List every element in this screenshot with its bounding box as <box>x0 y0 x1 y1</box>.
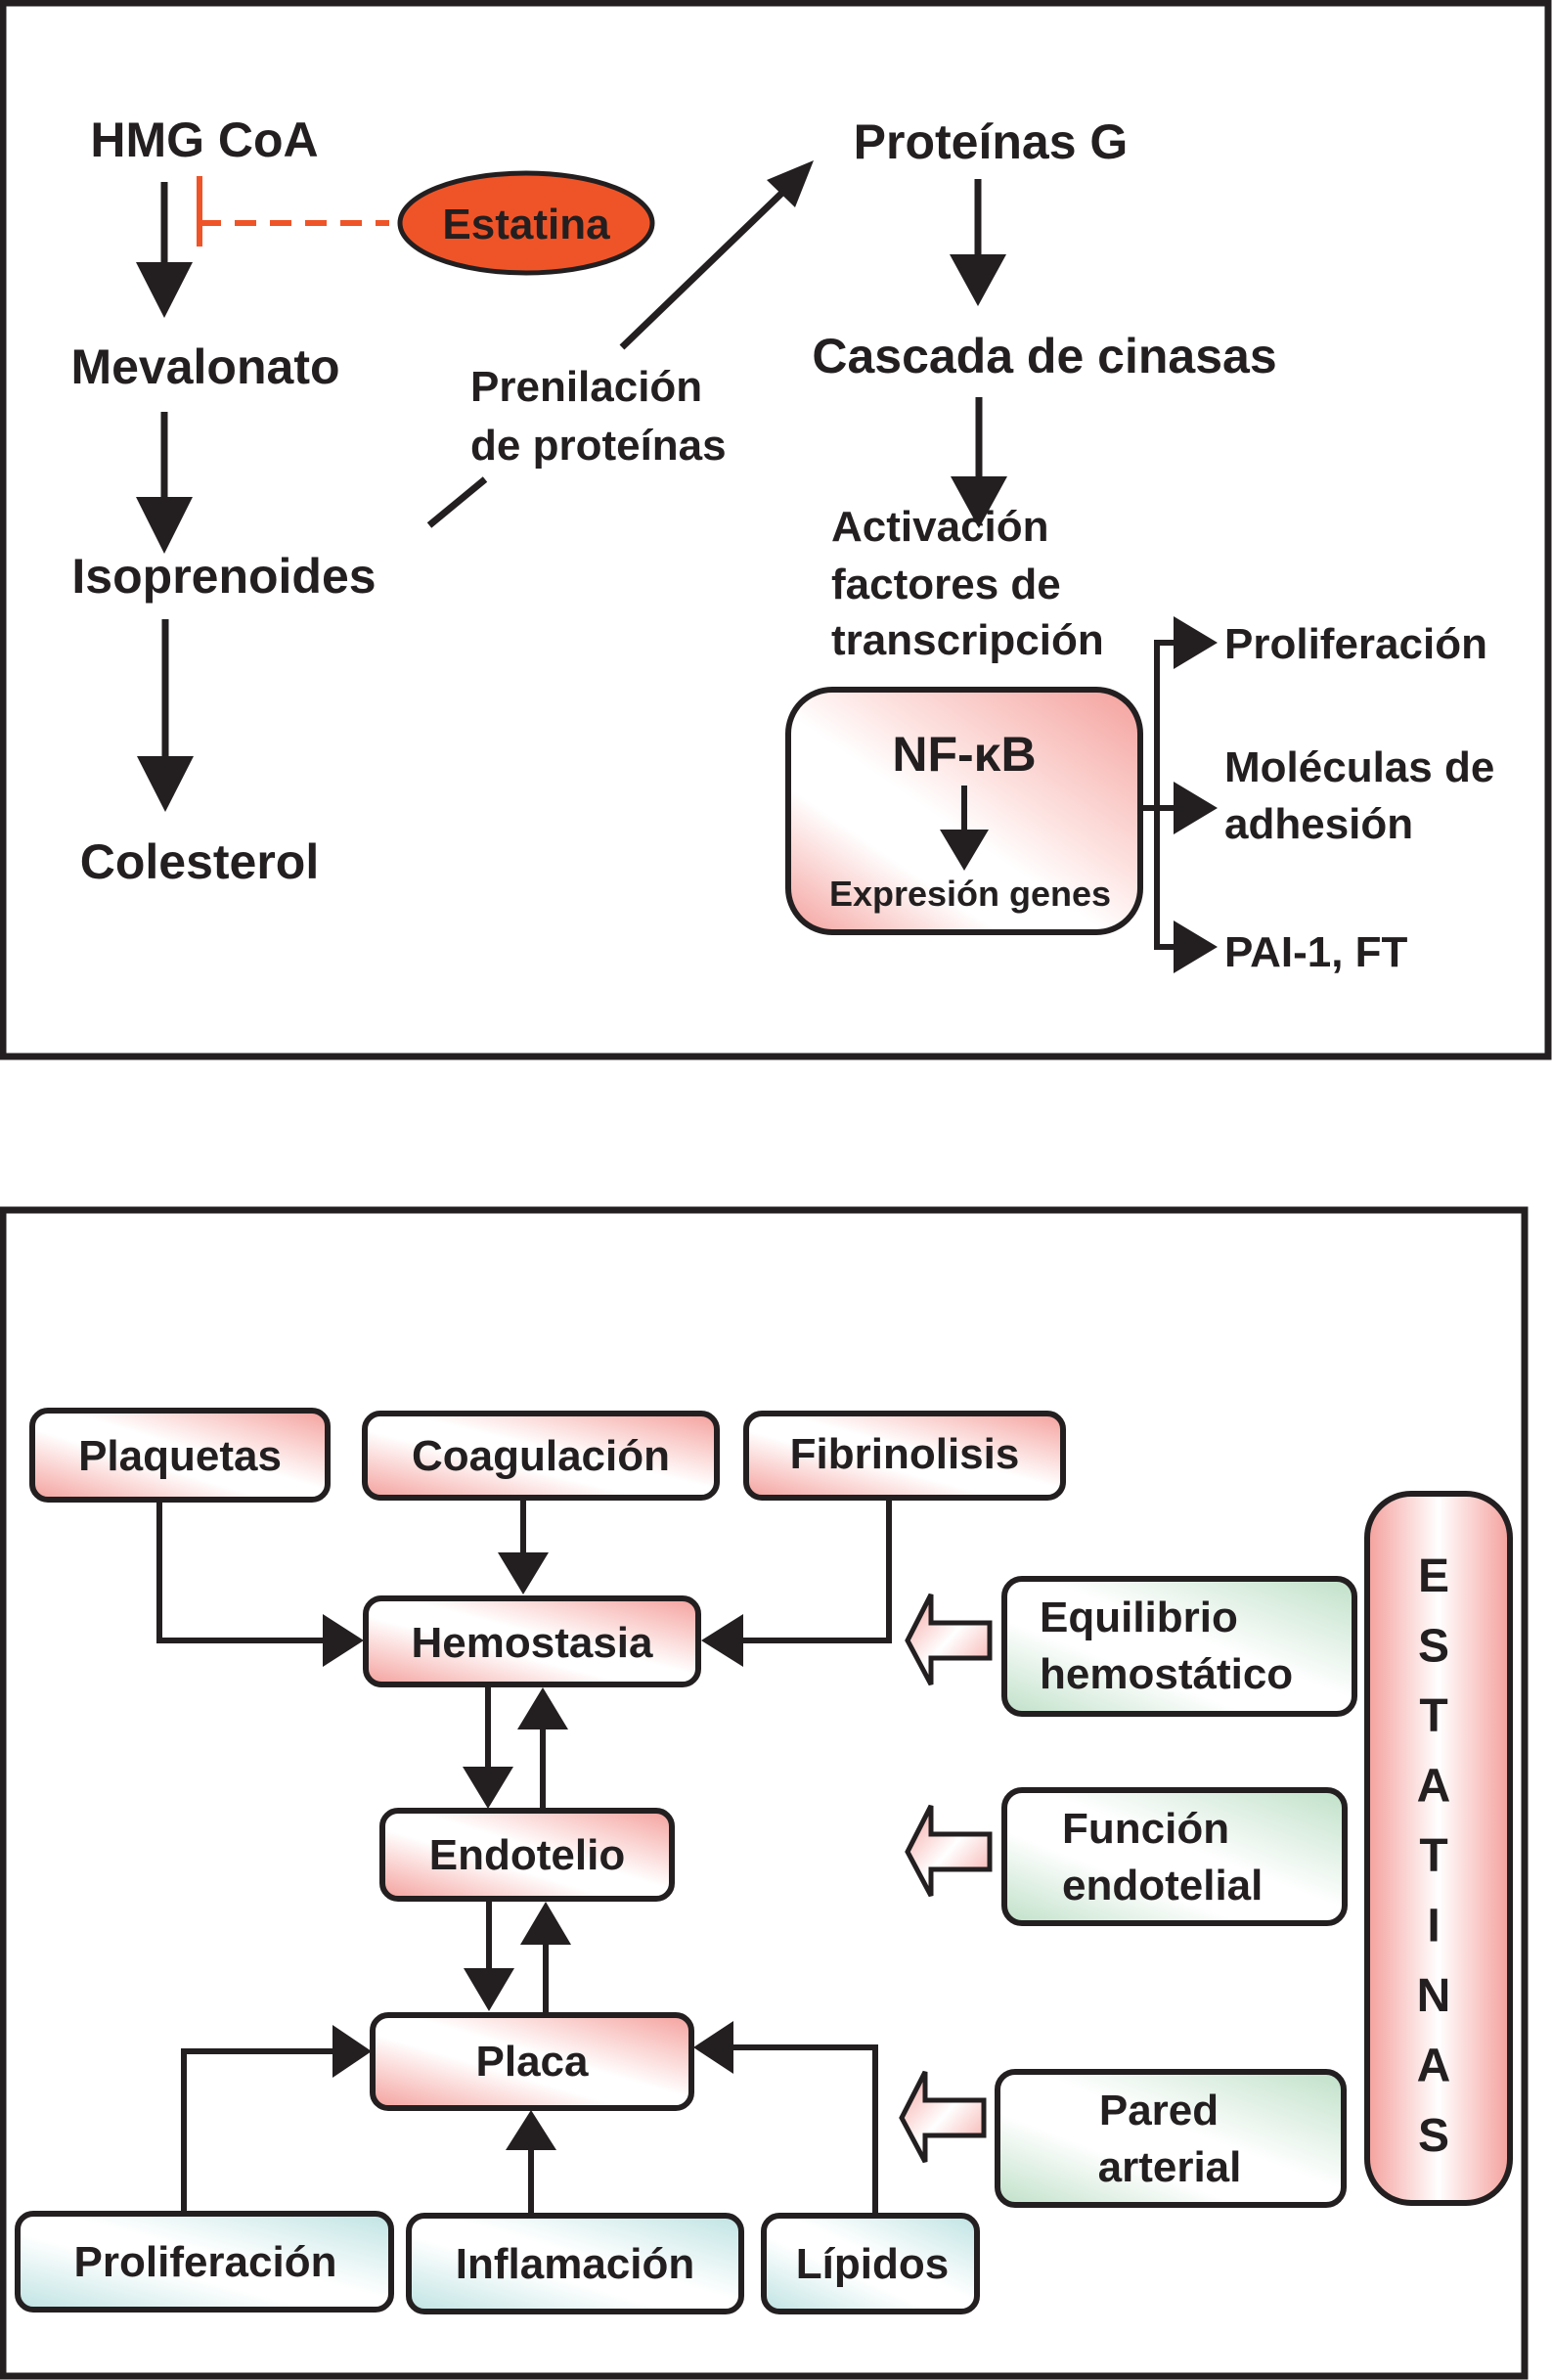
nfkb-title: NF-κB <box>892 727 1036 782</box>
node-colesterol: Colesterol <box>80 834 320 889</box>
box-endotelio-label: Endotelio <box>429 1831 625 1879</box>
box-plaquetas: Plaquetas <box>29 1408 331 1503</box>
estatina-ellipse <box>397 170 655 276</box>
activacion-line2: factores de <box>831 561 1061 608</box>
estatinas-letter: I <box>1427 1901 1440 1953</box>
box-placa-label: Placa <box>476 2038 590 2086</box>
hollow-arrow-equilibrio <box>905 1593 993 1686</box>
outcome-proliferacion: Proliferación <box>1224 620 1487 668</box>
outcome-pai-ft: PAI-1, FT <box>1224 928 1408 976</box>
equilibrio-line2: hemostático <box>1040 1650 1293 1698</box>
node-isoprenoides: Isoprenoides <box>71 549 376 604</box>
connector-coagulacion-hemostasia <box>498 1499 549 1594</box>
box-lipidos: Lípidos <box>761 2213 980 2314</box>
estatinas-letter: S <box>1418 2110 1449 2162</box>
estatinas-letter: S <box>1418 1621 1449 1673</box>
top-panel: HMG CoA Mevalonato Isoprenoides Colester… <box>0 0 1552 1060</box>
box-fibrinolisis-label: Fibrinolisis <box>790 1430 1020 1478</box>
outcome-moleculas-line2: adhesión <box>1224 800 1413 848</box>
bottom-panel: Plaquetas Coagulación Fibrinolisis Hemos… <box>0 1206 1529 2380</box>
funcion-line2: endotelial <box>1062 1862 1263 1909</box>
estatina-badge: Estatina <box>397 170 655 276</box>
connector-inflamacion-placa <box>506 2110 556 2214</box>
box-fibrinolisis: Fibrinolisis <box>743 1411 1066 1501</box>
nfkb-subtitle: Expresión genes <box>829 874 1111 914</box>
prenilacion-label-line1: Prenilación <box>470 363 702 411</box>
prenilacion-label-line2: de proteínas <box>470 422 727 470</box>
box-pared-arterial: Pared arterial <box>995 2069 1347 2208</box>
connector-proliferacion-placa <box>181 2025 372 2212</box>
pared-line2: arterial <box>1098 2143 1242 2191</box>
estatina-label: Estatina <box>442 201 610 248</box>
connector-endotelio-placa <box>464 1900 571 2013</box>
box-proliferacion: Proliferación <box>15 2211 394 2313</box>
estatinas-letter: A <box>1417 2041 1451 2092</box>
estatinas-letter: N <box>1417 1970 1451 2022</box>
arrow-cascada-to-activacion <box>951 397 1007 528</box>
estatinas-letter: T <box>1419 1690 1447 1742</box>
equilibrio-line1: Equilibrio <box>1040 1594 1238 1641</box>
box-endotelio: Endotelio <box>379 1808 675 1902</box>
pared-line1: Pared <box>1099 2087 1219 2134</box>
node-cascada-cinasas: Cascada de cinasas <box>812 329 1276 383</box>
funcion-line1: Función <box>1062 1805 1229 1853</box>
estatinas-letter: T <box>1419 1830 1447 1882</box>
activacion-line1: Activación <box>831 503 1049 551</box>
hollow-arrow-pared <box>899 2070 987 2164</box>
box-hemostasia-label: Hemostasia <box>411 1619 653 1667</box>
box-coagulacion: Coagulación <box>362 1411 720 1501</box>
box-equilibrio-hemostatico: Equilibrio hemostático <box>1001 1576 1357 1717</box>
box-lipidos-label: Lípidos <box>796 2240 949 2288</box>
node-hmg-coa: HMG CoA <box>90 112 318 167</box>
arrow-nfkb-to-expresion <box>940 786 989 871</box>
activacion-line3: transcripción <box>831 616 1104 664</box>
hollow-arrow-funcion <box>905 1804 993 1898</box>
box-proliferacion-label: Proliferación <box>74 2238 337 2286</box>
node-mevalonato: Mevalonato <box>70 339 339 394</box>
outcome-moleculas-line1: Moléculas de <box>1224 743 1494 791</box>
outcome-bracket <box>1140 616 1218 973</box>
estatinas-letter: E <box>1418 1550 1449 1602</box>
connector-hemostasia-endotelio <box>463 1685 568 1809</box>
estatinas-letter: A <box>1417 1761 1451 1813</box>
box-placa: Placa <box>370 2012 694 2111</box>
box-inflamacion: Inflamación <box>406 2213 744 2314</box>
box-funcion-endotelial: Función endotelial <box>1001 1787 1348 1926</box>
arrow-proteinas-to-cascada <box>950 179 1006 306</box>
inhibition-connector <box>197 176 389 247</box>
arrow-hmg-to-mevalonato <box>136 182 193 318</box>
box-hemostasia: Hemostasia <box>363 1595 701 1687</box>
box-coagulacion-label: Coagulación <box>412 1432 670 1480</box>
connector-lipidos-placa <box>693 2021 878 2214</box>
box-plaquetas-label: Plaquetas <box>78 1432 282 1480</box>
connector-plaquetas-hemostasia <box>156 1502 364 1667</box>
box-inflamacion-label: Inflamación <box>456 2240 695 2288</box>
node-proteinas-g: Proteínas G <box>854 114 1129 169</box>
arrow-mevalonato-to-isoprenoides <box>136 412 193 554</box>
arrow-isoprenoides-to-colesterol <box>137 619 194 812</box>
nfkb-box: NF-κB Expresión genes <box>785 687 1143 935</box>
arrow-prenylation-diagonal <box>426 160 814 528</box>
connector-fibrinolisis-hemostasia <box>701 1499 892 1667</box>
